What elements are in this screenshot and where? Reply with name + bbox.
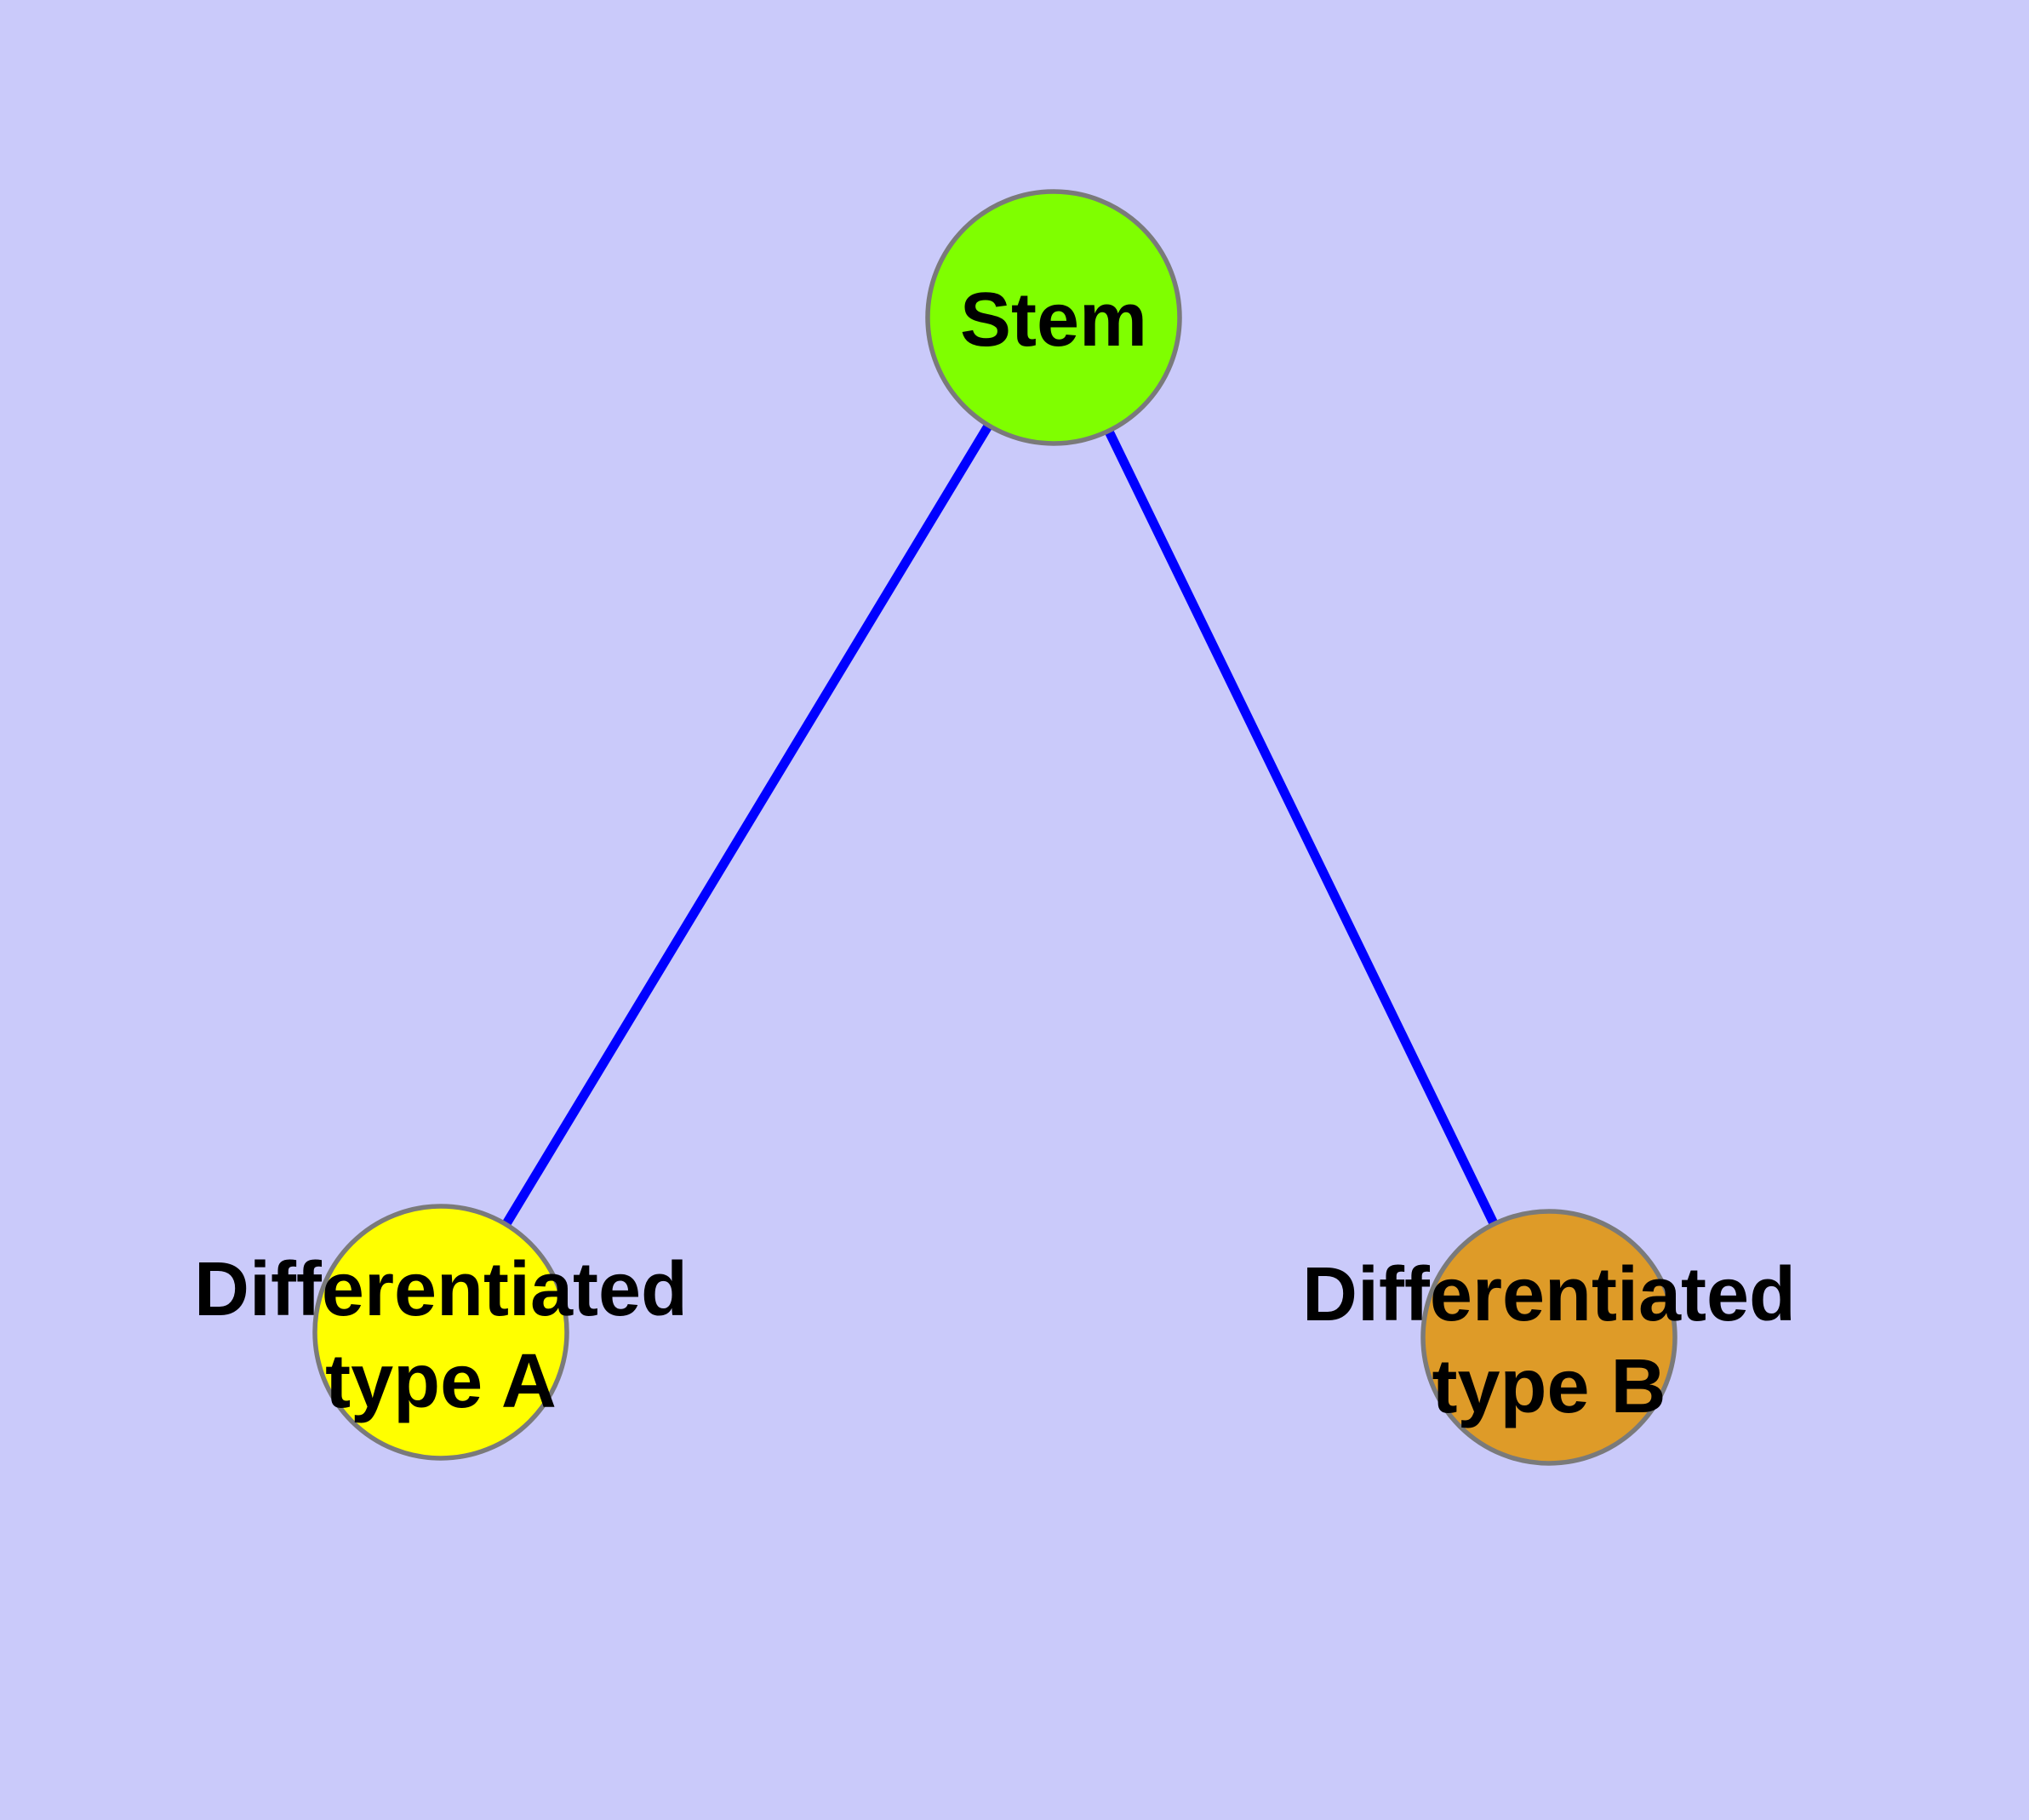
node-differentiated-type-a	[312, 1204, 569, 1461]
node-differentiated-type-b	[1420, 1209, 1677, 1466]
node-stem-label: Stem	[960, 278, 1147, 363]
edge-stem-to-type-a	[437, 315, 1058, 1335]
node-type-a-label-line1: Differentiated	[194, 1247, 688, 1332]
node-type-a-label-line2: type A	[325, 1339, 557, 1424]
node-type-b-label-line1: Differentiated	[1302, 1252, 1796, 1337]
node-type-b-label-line2: type B	[1432, 1344, 1666, 1429]
edge-stem-to-type-b	[1049, 315, 1553, 1340]
node-stem	[925, 189, 1182, 446]
